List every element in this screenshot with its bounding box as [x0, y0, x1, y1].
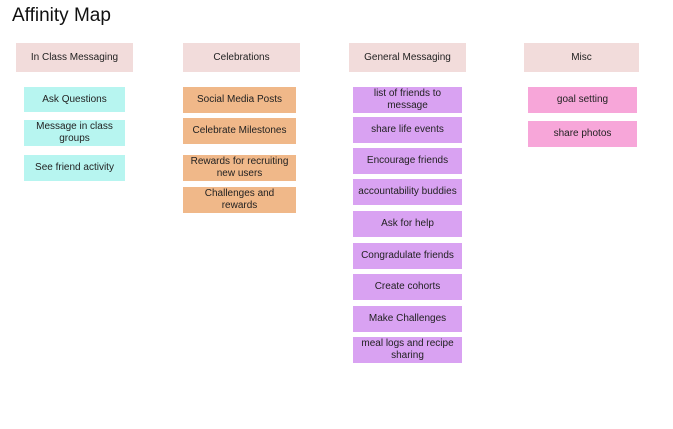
sticky-note[interactable]: goal setting — [528, 87, 637, 113]
page-title: Affinity Map — [12, 5, 111, 26]
sticky-note[interactable]: share life events — [353, 117, 462, 143]
sticky-note[interactable]: accountability buddies — [353, 179, 462, 205]
sticky-note[interactable]: share photos — [528, 121, 637, 147]
sticky-note[interactable]: Ask for help — [353, 211, 462, 237]
column-header-misc: Misc — [524, 43, 639, 72]
sticky-note[interactable]: Rewards for recruiting new users — [183, 155, 296, 181]
sticky-note[interactable]: meal logs and recipe sharing — [353, 337, 462, 363]
sticky-note[interactable]: See friend activity — [24, 155, 125, 181]
column-header-in-class-messaging: In Class Messaging — [16, 43, 133, 72]
sticky-note[interactable]: Celebrate Milestones — [183, 118, 296, 144]
sticky-note[interactable]: Challenges and rewards — [183, 187, 296, 213]
sticky-note[interactable]: Social Media Posts — [183, 87, 296, 113]
sticky-note[interactable]: Message in class groups — [24, 120, 125, 146]
sticky-note[interactable]: list of friends to message — [353, 87, 462, 113]
sticky-note[interactable]: Create cohorts — [353, 274, 462, 300]
sticky-note[interactable]: Encourage friends — [353, 148, 462, 174]
sticky-note[interactable]: Make Challenges — [353, 306, 462, 332]
column-header-celebrations: Celebrations — [183, 43, 300, 72]
column-header-general-messaging: General Messaging — [349, 43, 466, 72]
sticky-note[interactable]: Congradulate friends — [353, 243, 462, 269]
sticky-note[interactable]: Ask Questions — [24, 87, 125, 112]
